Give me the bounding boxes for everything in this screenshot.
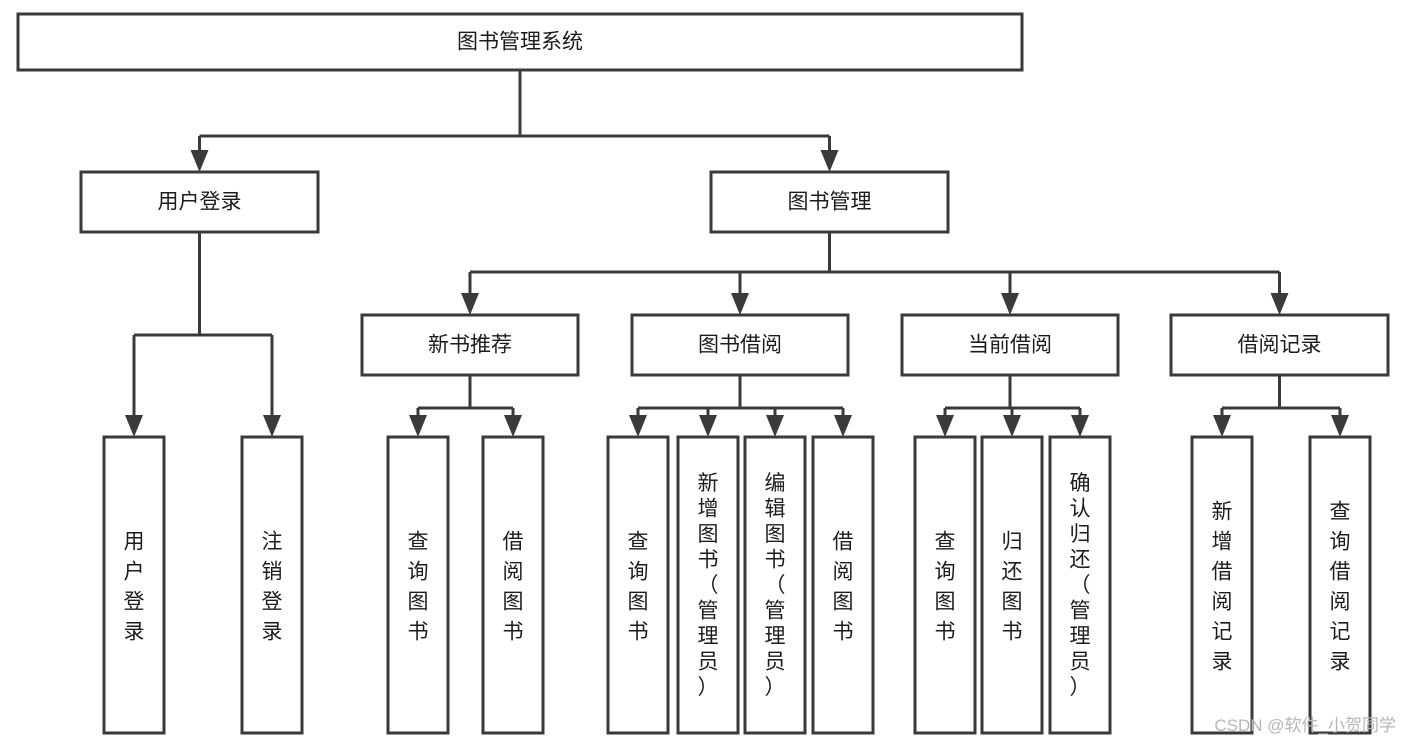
currentborrow-to-leaves-arrow-2 [1071,415,1089,437]
node-leaf-confirm-return-box[interactable] [1048,435,1112,735]
node-leaf-add-record-box[interactable] [1190,435,1254,735]
node-leaf-query-book-3-label: 查询图书 [935,530,956,643]
currentborrow-to-leaves-arrow-1 [1003,415,1021,437]
node-leaf-query-record-label: 查询借阅记录 [1330,500,1351,673]
node-borrow-record-label: 借阅记录 [1238,334,1322,357]
connectors-layer [125,70,1349,437]
bookborrow-to-leaves-arrow-0 [629,415,647,437]
userlogin-to-leaves-arrow-1 [263,415,281,437]
node-user-login-label: 用户登录 [158,191,242,214]
bookmgmt-to-level3-arrow-1 [731,293,749,315]
borrowrecord-to-leaves-arrow-1 [1331,415,1349,437]
node-leaf-add-book-box[interactable] [676,435,740,735]
node-leaf-logout-login-box[interactable] [240,435,304,735]
nodes-layer: 图书管理系统用户登录图书管理新书推荐图书借阅当前借阅借阅记录用户登录注销登录查询… [16,12,1390,735]
bookborrow-to-leaves-arrow-1 [699,415,717,437]
node-leaf-user-login-label: 用户登录 [124,530,145,643]
node-leaf-return-book-label: 归还图书 [1002,530,1023,643]
node-new-book-recommend-box[interactable] [360,313,580,377]
borrowrecord-to-leaves-arrow-0 [1213,415,1231,437]
bookborrow-to-leaves-arrow-2 [766,415,784,437]
node-leaf-confirm-return-label: 确认归还（管理员） [1070,472,1091,699]
node-book-management-label: 图书管理 [788,191,872,214]
root-node-root-box[interactable] [16,12,1024,72]
node-user-login-box[interactable] [79,170,320,234]
node-leaf-borrow-book-1-label: 借阅图书 [503,530,524,643]
node-leaf-add-record-label: 新增借阅记录 [1212,500,1233,673]
node-leaf-borrow-book-1-box[interactable] [481,435,545,735]
node-leaf-borrow-book-2-label: 借阅图书 [833,530,854,643]
node-leaf-logout-login-label: 注销登录 [262,530,283,643]
node-leaf-query-book-3-box[interactable] [913,435,977,735]
bookmgmt-to-level3-arrow-2 [1001,293,1019,315]
newbook-to-leaves-arrow-1 [504,415,522,437]
node-leaf-add-book-label: 新增图书（管理员） [698,472,719,699]
node-book-borrow-box[interactable] [630,313,850,377]
node-leaf-query-book-2-box[interactable] [606,435,670,735]
node-leaf-query-record-box[interactable] [1308,435,1372,735]
node-current-borrow-label: 当前借阅 [968,334,1052,357]
bookmgmt-to-level3-arrow-3 [1270,293,1289,315]
newbook-to-leaves-arrow-0 [409,415,427,437]
node-book-borrow-label: 图书借阅 [698,334,782,357]
node-leaf-borrow-book-2-box[interactable] [811,435,875,735]
csdn-watermark: CSDN @软件_小贺同学 [1214,716,1396,735]
node-leaf-query-book-2-label: 查询图书 [628,530,649,643]
userlogin-to-leaves-arrow-0 [125,415,143,437]
bookmgmt-to-level3-arrow-0 [461,293,479,315]
node-current-borrow-box[interactable] [900,313,1120,377]
root-to-level2-arrow-1 [820,150,839,172]
node-borrow-record-box[interactable] [1169,313,1390,377]
node-new-book-recommend-label: 新书推荐 [428,334,512,357]
node-leaf-user-login-box[interactable] [102,435,166,735]
node-leaf-query-book-1-box[interactable] [386,435,450,735]
node-leaf-edit-book-box[interactable] [743,435,807,735]
currentborrow-to-leaves-arrow-0 [936,415,954,437]
node-leaf-edit-book-label: 编辑图书（管理员） [765,472,786,699]
bookborrow-to-leaves-arrow-3 [834,415,852,437]
node-leaf-query-book-1-label: 查询图书 [408,530,429,643]
node-book-management-box[interactable] [709,170,950,234]
root-node-root-label: 图书管理系统 [457,31,583,54]
node-leaf-return-book-box[interactable] [980,435,1044,735]
root-to-level2-arrow-0 [190,150,209,172]
